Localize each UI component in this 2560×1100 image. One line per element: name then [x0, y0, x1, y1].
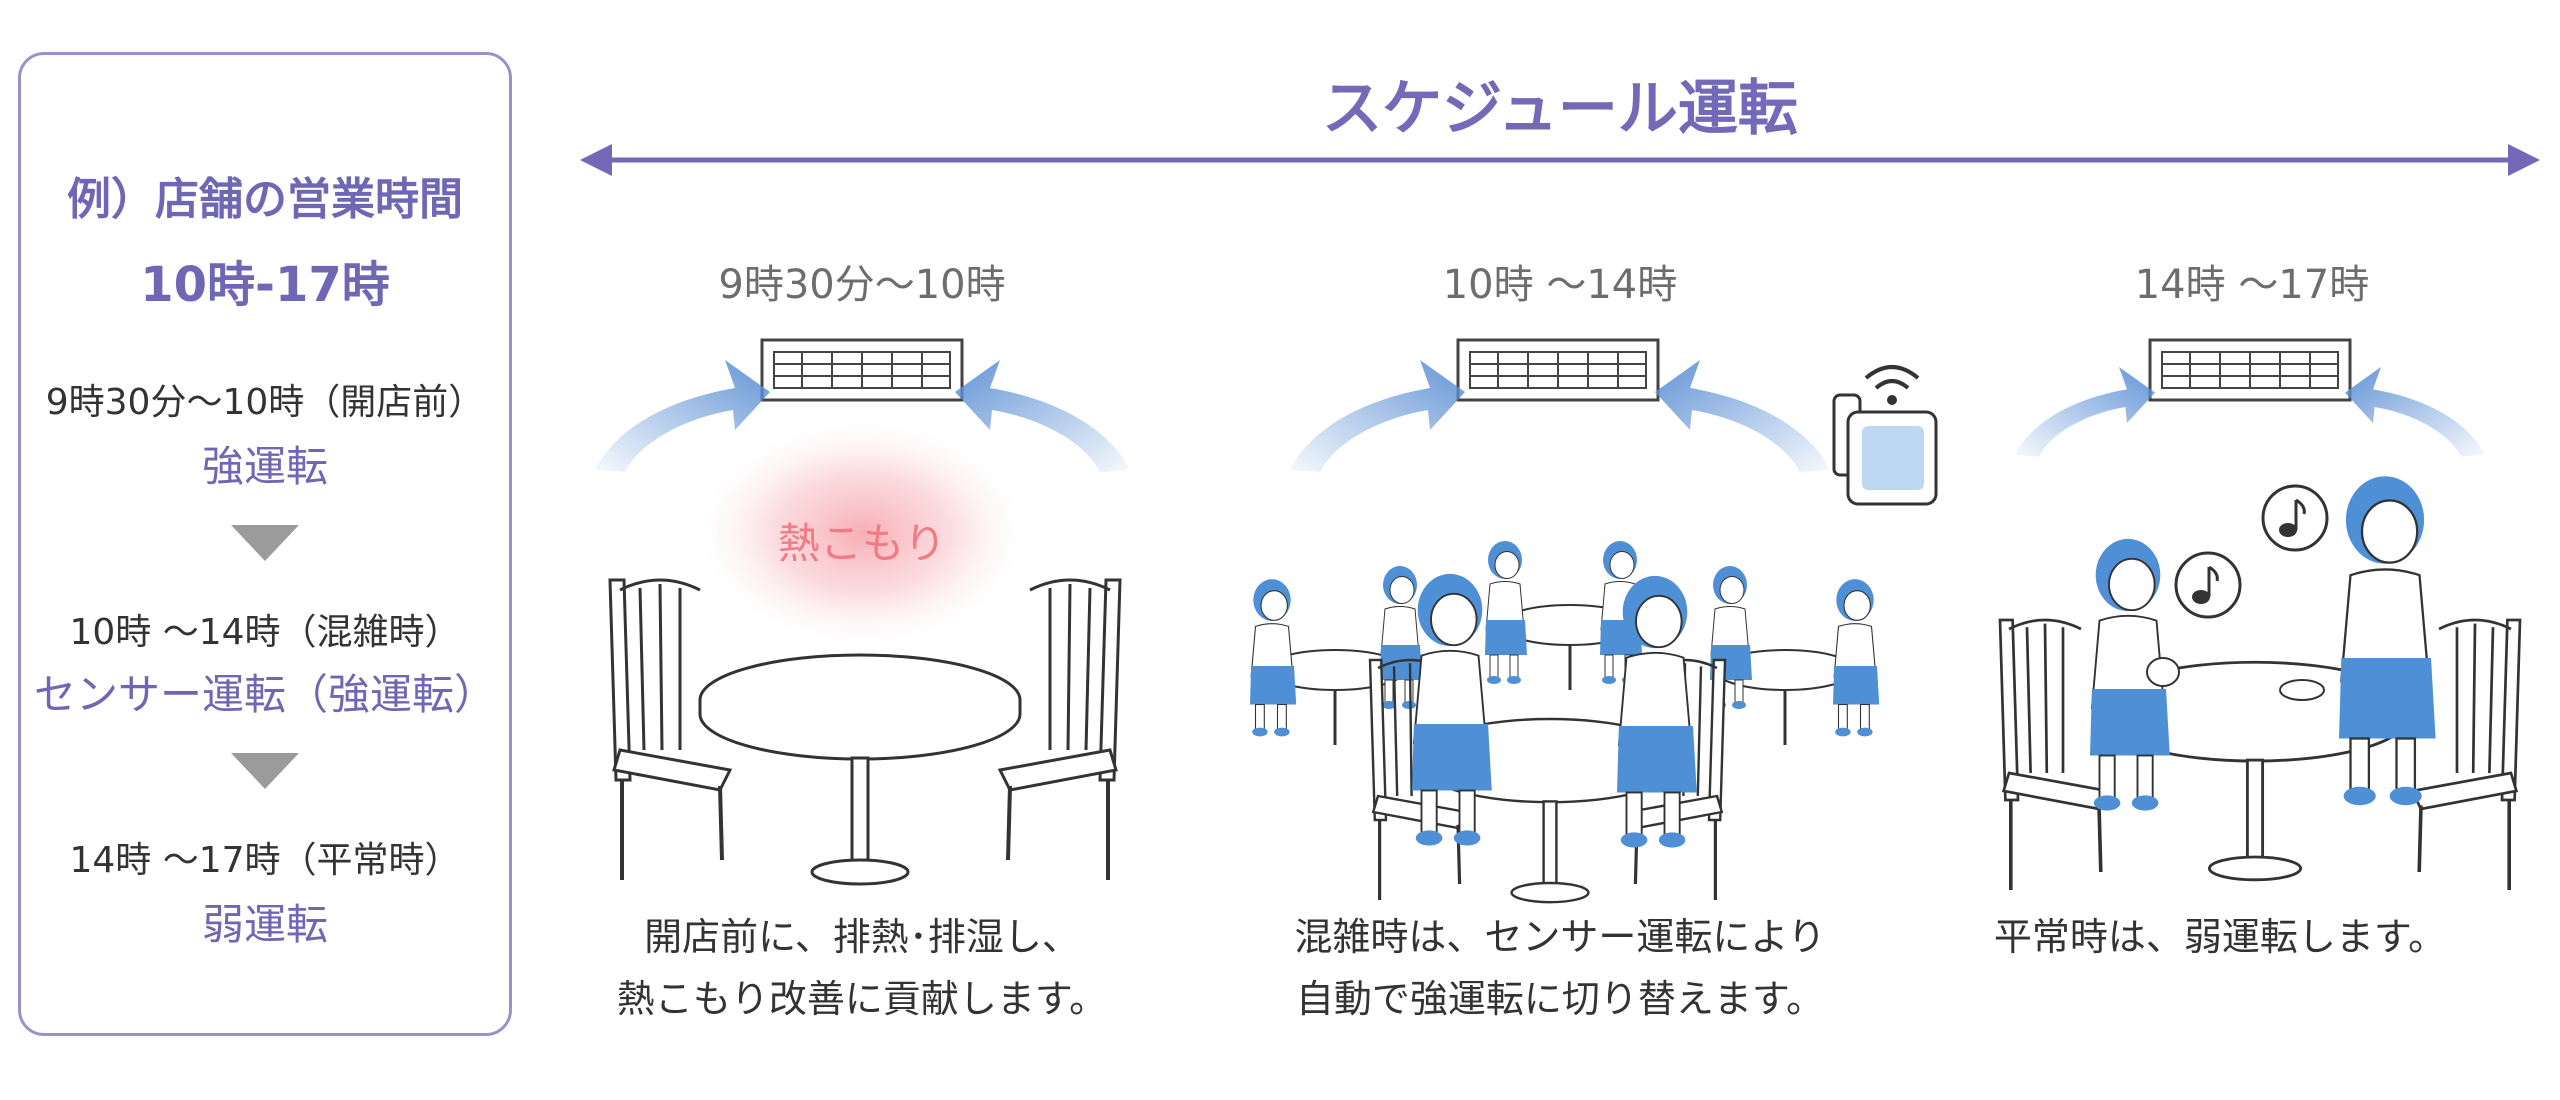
airflow-arrow-icon	[2345, 367, 2485, 457]
airflow-arrow-icon	[595, 360, 770, 472]
ceiling-ac-unit-icon	[2148, 338, 2352, 402]
scene-normal-hours	[1998, 338, 2522, 892]
business-hours: 10時-17時	[140, 257, 390, 313]
heat-haze	[702, 423, 1022, 643]
step-1-mode: 強運転	[201, 442, 328, 491]
scene-before-opening	[595, 338, 1130, 886]
down-arrow-icon	[231, 525, 299, 561]
caption-line: 平常時は、弱運転します。	[1993, 915, 2447, 959]
airflow-arrow-icon	[1290, 360, 1465, 472]
schedule-title: スケジュール運転	[1322, 74, 1798, 144]
ceiling-ac-unit-icon	[760, 338, 964, 402]
caption-line: 開店前に、排熱･排湿し、	[644, 915, 1080, 959]
step-3-mode: 弱運転	[201, 900, 328, 949]
airflow-arrow-icon	[2015, 367, 2155, 457]
airflow-arrow-icon	[1655, 360, 1830, 472]
heat-label: 熱こもり	[777, 519, 946, 568]
caption-line: 熱こもり改善に貢献します。	[616, 977, 1108, 1021]
period-2-caption: 混雑時は、センサー運転により 自動で強運転に切り替えます。	[1240, 906, 1880, 1030]
panel-title: 例）店舗の営業時間	[67, 174, 463, 225]
airflow-arrow-icon	[955, 360, 1130, 472]
schedule-span-arrow	[580, 144, 2540, 176]
step-1-time: 9時30分～10時（開店前）	[45, 382, 485, 423]
music-note-icon	[2174, 551, 2242, 619]
step-2-time: 10時 ～14時（混雑時）	[69, 612, 461, 653]
wifi-sensor-icon	[1832, 365, 1938, 506]
period-2-time: 10時 ～14時	[1442, 262, 1678, 308]
step-2-mode: センサー運転（強運転）	[33, 670, 496, 719]
ceiling-ac-unit-icon	[1456, 338, 1660, 402]
period-3-time: 14時 ～17時	[2134, 262, 2370, 308]
period-3-caption: 平常時は、弱運転します。	[1900, 906, 2540, 968]
schedule-example-panel: 例）店舗の営業時間 10時-17時 9時30分～10時（開店前） 強運転 10時…	[18, 52, 512, 1036]
music-note-icon	[2261, 484, 2329, 552]
period-1-time: 9時30分～10時	[718, 262, 1006, 308]
down-arrow-icon	[231, 753, 299, 789]
caption-line: 自動で強運転に切り替えます。	[1295, 977, 1825, 1021]
scene-busy-hours	[1249, 338, 1938, 904]
period-1-caption: 開店前に、排熱･排湿し、 熱こもり改善に貢献します。	[542, 906, 1182, 1030]
caption-line: 混雑時は、センサー運転により	[1294, 915, 1826, 959]
step-3-time: 14時 ～17時（平常時）	[69, 840, 461, 881]
